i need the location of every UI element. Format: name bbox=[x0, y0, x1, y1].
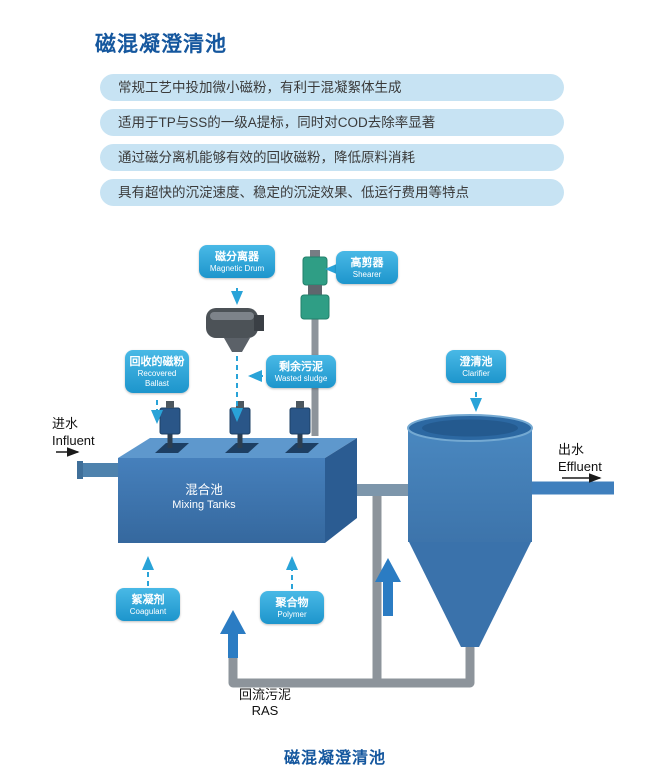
label-clarifier-en: Clarifier bbox=[462, 369, 490, 379]
label-magnetic-drum-en: Magnetic Drum bbox=[209, 264, 265, 274]
influent-label-zh: 进水 bbox=[52, 416, 79, 431]
ras-up-arrow bbox=[220, 610, 246, 658]
mixing-tank-graphic bbox=[118, 438, 357, 543]
ras-label-zh: 回流污泥 bbox=[238, 687, 291, 702]
label-clarifier: 澄清池 Clarifier bbox=[446, 350, 506, 384]
magnetic-drum-graphic bbox=[206, 308, 264, 352]
label-polymer: 聚合物 Polymer bbox=[260, 591, 324, 625]
label-recovered-ballast: 回收的磁粉 Recovered Ballast bbox=[125, 350, 189, 394]
label-coagulant-en: Coagulant bbox=[129, 607, 167, 617]
influent-label-en: Influent bbox=[52, 432, 95, 448]
label-wasted-sludge-zh: 剩余污泥 bbox=[279, 361, 323, 373]
feature-item-1: 常规工艺中投加微小磁粉，有利于混凝絮体生成 bbox=[100, 74, 564, 101]
label-recovered-ballast-en: Recovered Ballast bbox=[137, 369, 177, 389]
effluent-label-zh: 出水 bbox=[558, 442, 585, 457]
label-recovered-ballast-zh: 回收的磁粉 bbox=[129, 356, 185, 368]
mixing-tanks-label-en: Mixing Tanks bbox=[172, 499, 236, 512]
feature-list: 常规工艺中投加微小磁粉，有利于混凝絮体生成 适用于TP与SS的一级A提标，同时对… bbox=[100, 74, 564, 214]
mixing-tanks-label-zh: 混合池 bbox=[185, 483, 223, 497]
feature-item-3: 通过磁分离机能够有效的回收磁粉，降低原料消耗 bbox=[100, 144, 564, 171]
label-clarifier-zh: 澄清池 bbox=[459, 356, 493, 368]
ras-pipe bbox=[228, 643, 475, 688]
label-wasted-sludge-en: Wasted sludge bbox=[274, 374, 328, 384]
mixer-3 bbox=[289, 401, 311, 448]
feature-item-4: 具有超快的沉淀速度、稳定的沉淀效果、低运行费用等特点 bbox=[100, 179, 564, 206]
page-title: 磁混凝澄清池 bbox=[95, 33, 227, 56]
label-polymer-en: Polymer bbox=[277, 610, 307, 620]
label-shearer-zh: 高剪器 bbox=[350, 257, 384, 269]
label-shearer: 高剪器 Shearer bbox=[336, 251, 398, 285]
clarifier-graphic bbox=[407, 414, 533, 647]
label-magnetic-drum-zh: 磁分离器 bbox=[215, 251, 259, 263]
label-wasted-sludge: 剩余污泥 Wasted sludge bbox=[266, 355, 336, 389]
influent-flange bbox=[77, 461, 83, 479]
influent-label: 进水 Influent bbox=[52, 416, 95, 450]
effluent-label-en: Effluent bbox=[558, 458, 602, 474]
label-polymer-zh: 聚合物 bbox=[275, 597, 309, 609]
ras-label-en: RAS bbox=[251, 703, 279, 719]
figure-caption: 磁混凝澄清池 bbox=[283, 750, 386, 767]
recycle-up-arrow bbox=[375, 558, 401, 616]
mixer-graphics bbox=[159, 401, 311, 448]
label-coagulant-zh: 絮凝剂 bbox=[131, 594, 165, 606]
feature-item-2: 适用于TP与SS的一级A提标，同时对COD去除率显著 bbox=[100, 109, 564, 136]
ras-label: 回流污泥 RAS bbox=[222, 687, 308, 720]
label-magnetic-drum: 磁分离器 Magnetic Drum bbox=[199, 245, 275, 279]
dashed-arrows bbox=[142, 263, 482, 589]
effluent-label: 出水 Effluent bbox=[558, 442, 602, 476]
label-shearer-en: Shearer bbox=[352, 270, 382, 280]
mixing-tanks-label: 混合池 Mixing Tanks bbox=[148, 482, 260, 513]
label-coagulant: 絮凝剂 Coagulant bbox=[116, 588, 180, 622]
flow-arrows bbox=[220, 558, 401, 658]
shearer-graphic bbox=[300, 250, 330, 320]
